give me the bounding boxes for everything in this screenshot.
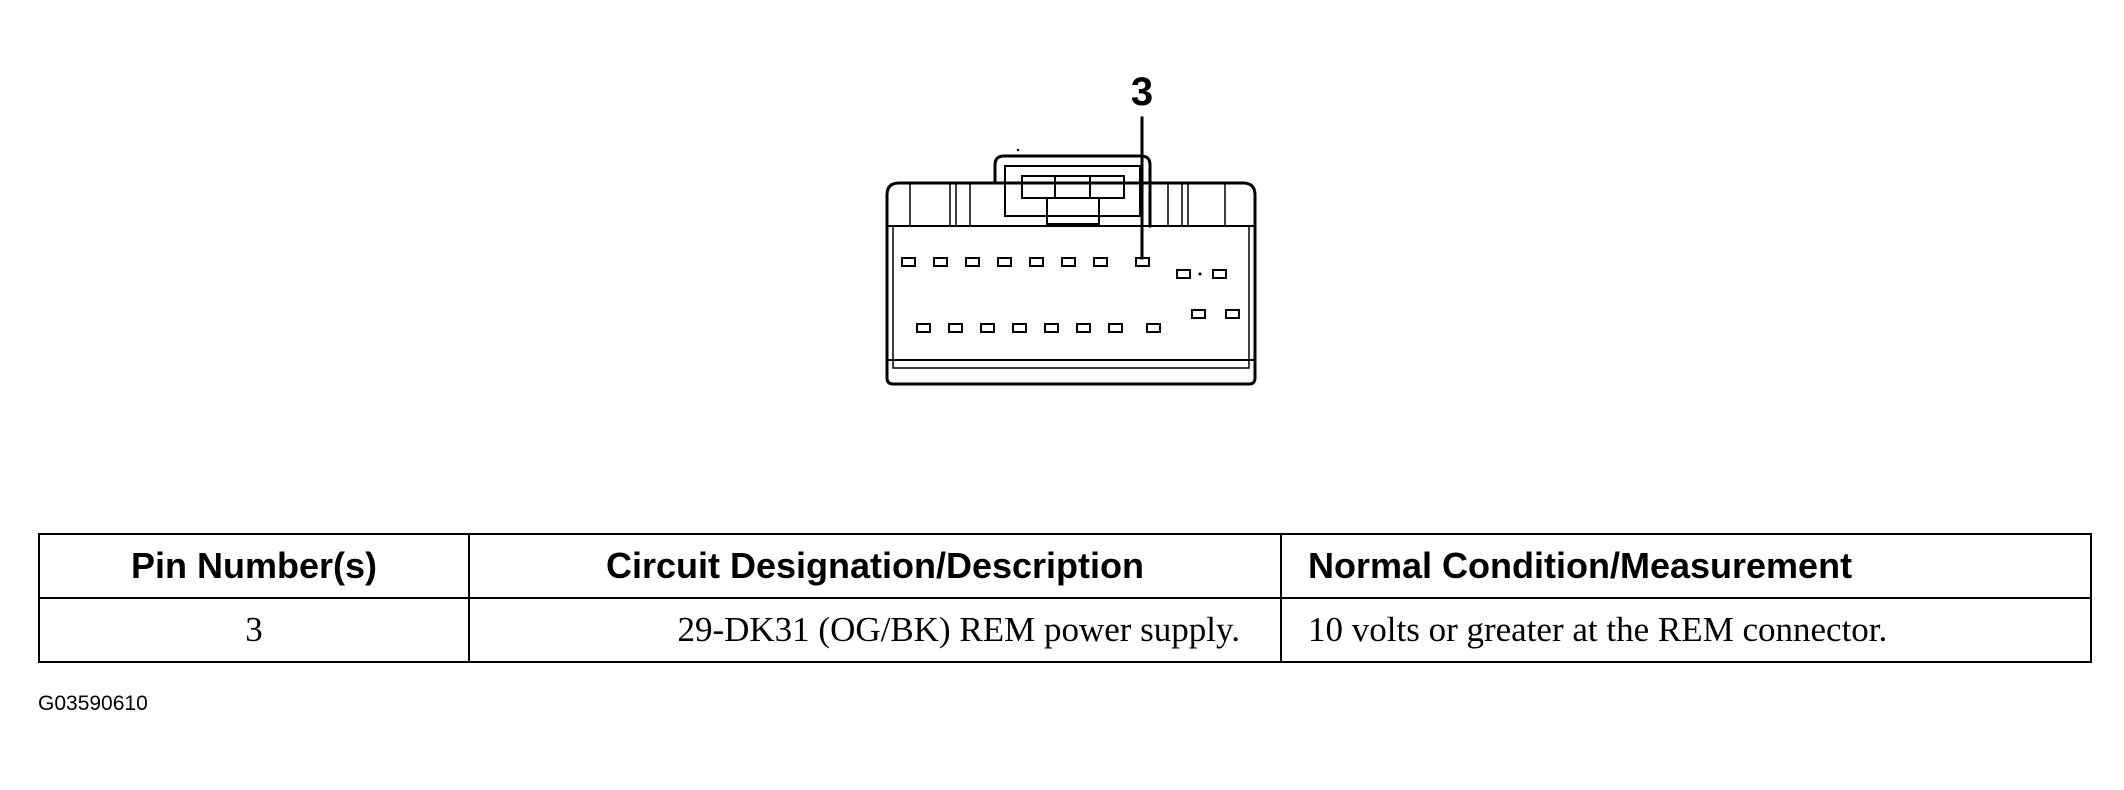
pin-table: Pin Number(s) Circuit Designation/Descri…	[38, 533, 2092, 663]
pin-row-bottom	[916, 323, 1161, 333]
connector-inner-outline	[892, 225, 1250, 369]
connector-diagram: 3	[885, 70, 1257, 386]
cell-pin-number: 3	[38, 597, 470, 663]
header-normal-condition: Normal Condition/Measurement	[1280, 533, 2092, 599]
table-header-row: Pin Number(s) Circuit Designation/Descri…	[38, 533, 2092, 599]
connector-latch	[993, 154, 1152, 228]
connector-body	[885, 181, 1257, 386]
figure-code: G03590610	[38, 692, 148, 715]
header-pin-numbers: Pin Number(s)	[38, 533, 470, 599]
header-circuit-designation: Circuit Designation/Description	[468, 533, 1282, 599]
pin-row-top	[901, 257, 1150, 267]
cell-normal-condition: 10 volts or greater at the REM connector…	[1280, 597, 2092, 663]
pin-callout-label: 3	[1131, 70, 1153, 114]
table-row: 3 29-DK31 (OG/BK) REM power supply. 10 v…	[38, 597, 2092, 663]
pin-side-group	[1176, 269, 1240, 319]
cell-circuit-description: 29-DK31 (OG/BK) REM power supply.	[468, 597, 1282, 663]
